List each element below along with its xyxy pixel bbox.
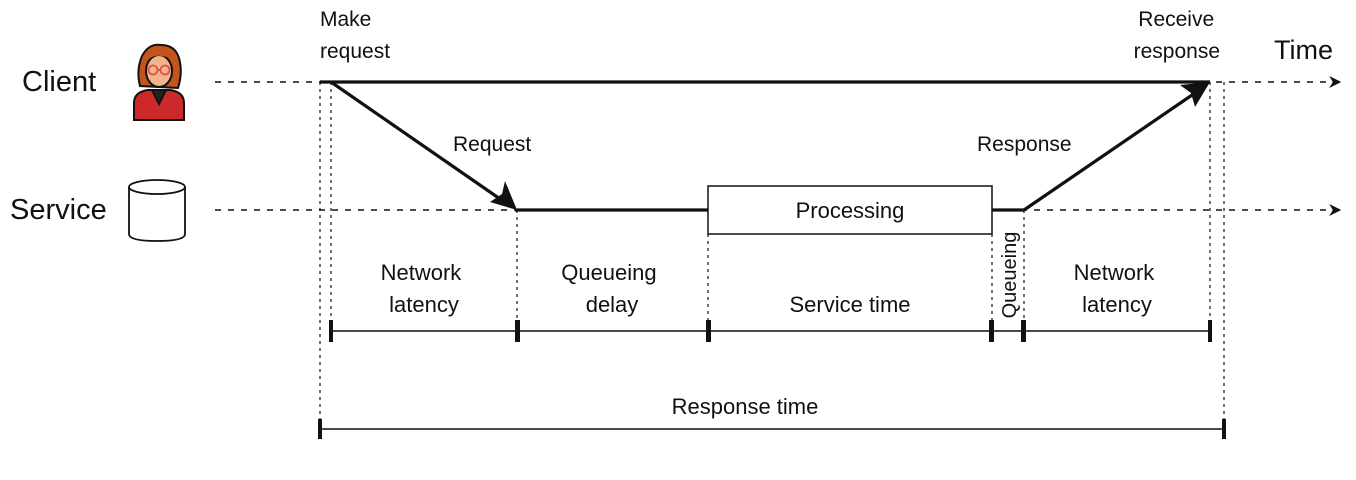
request-arrow-line xyxy=(330,80,504,203)
response-label: Response xyxy=(977,133,1072,156)
person-avatar-icon xyxy=(133,43,185,121)
request-label: Request xyxy=(453,133,531,156)
response-time-ruler xyxy=(318,419,1226,439)
processing-label: Processing xyxy=(796,198,905,223)
response-arrow-line xyxy=(1023,91,1196,212)
make-request-label: Make request xyxy=(320,8,390,63)
segment-ruler xyxy=(329,320,1212,342)
time-axis-label: Time xyxy=(1274,35,1333,65)
request-arrowhead xyxy=(490,181,517,210)
receive-response-label: Receive response xyxy=(1134,8,1220,63)
vertical-guides xyxy=(319,82,1225,423)
segment-network-latency-1: Network latency xyxy=(381,260,468,317)
segment-service-time: Service time xyxy=(789,292,910,317)
response-arrowhead xyxy=(1180,82,1210,107)
response-time-label: Response time xyxy=(672,394,819,419)
segment-queueing-delay: Queueing delay xyxy=(561,260,663,317)
client-label: Client xyxy=(22,66,96,98)
service-label: Service xyxy=(10,194,107,226)
processing-box xyxy=(707,185,993,235)
segment-network-latency-2: Network latency xyxy=(1074,260,1161,317)
database-cylinder-icon xyxy=(128,179,186,242)
segment-queueing-short: Queueing xyxy=(999,232,1021,319)
